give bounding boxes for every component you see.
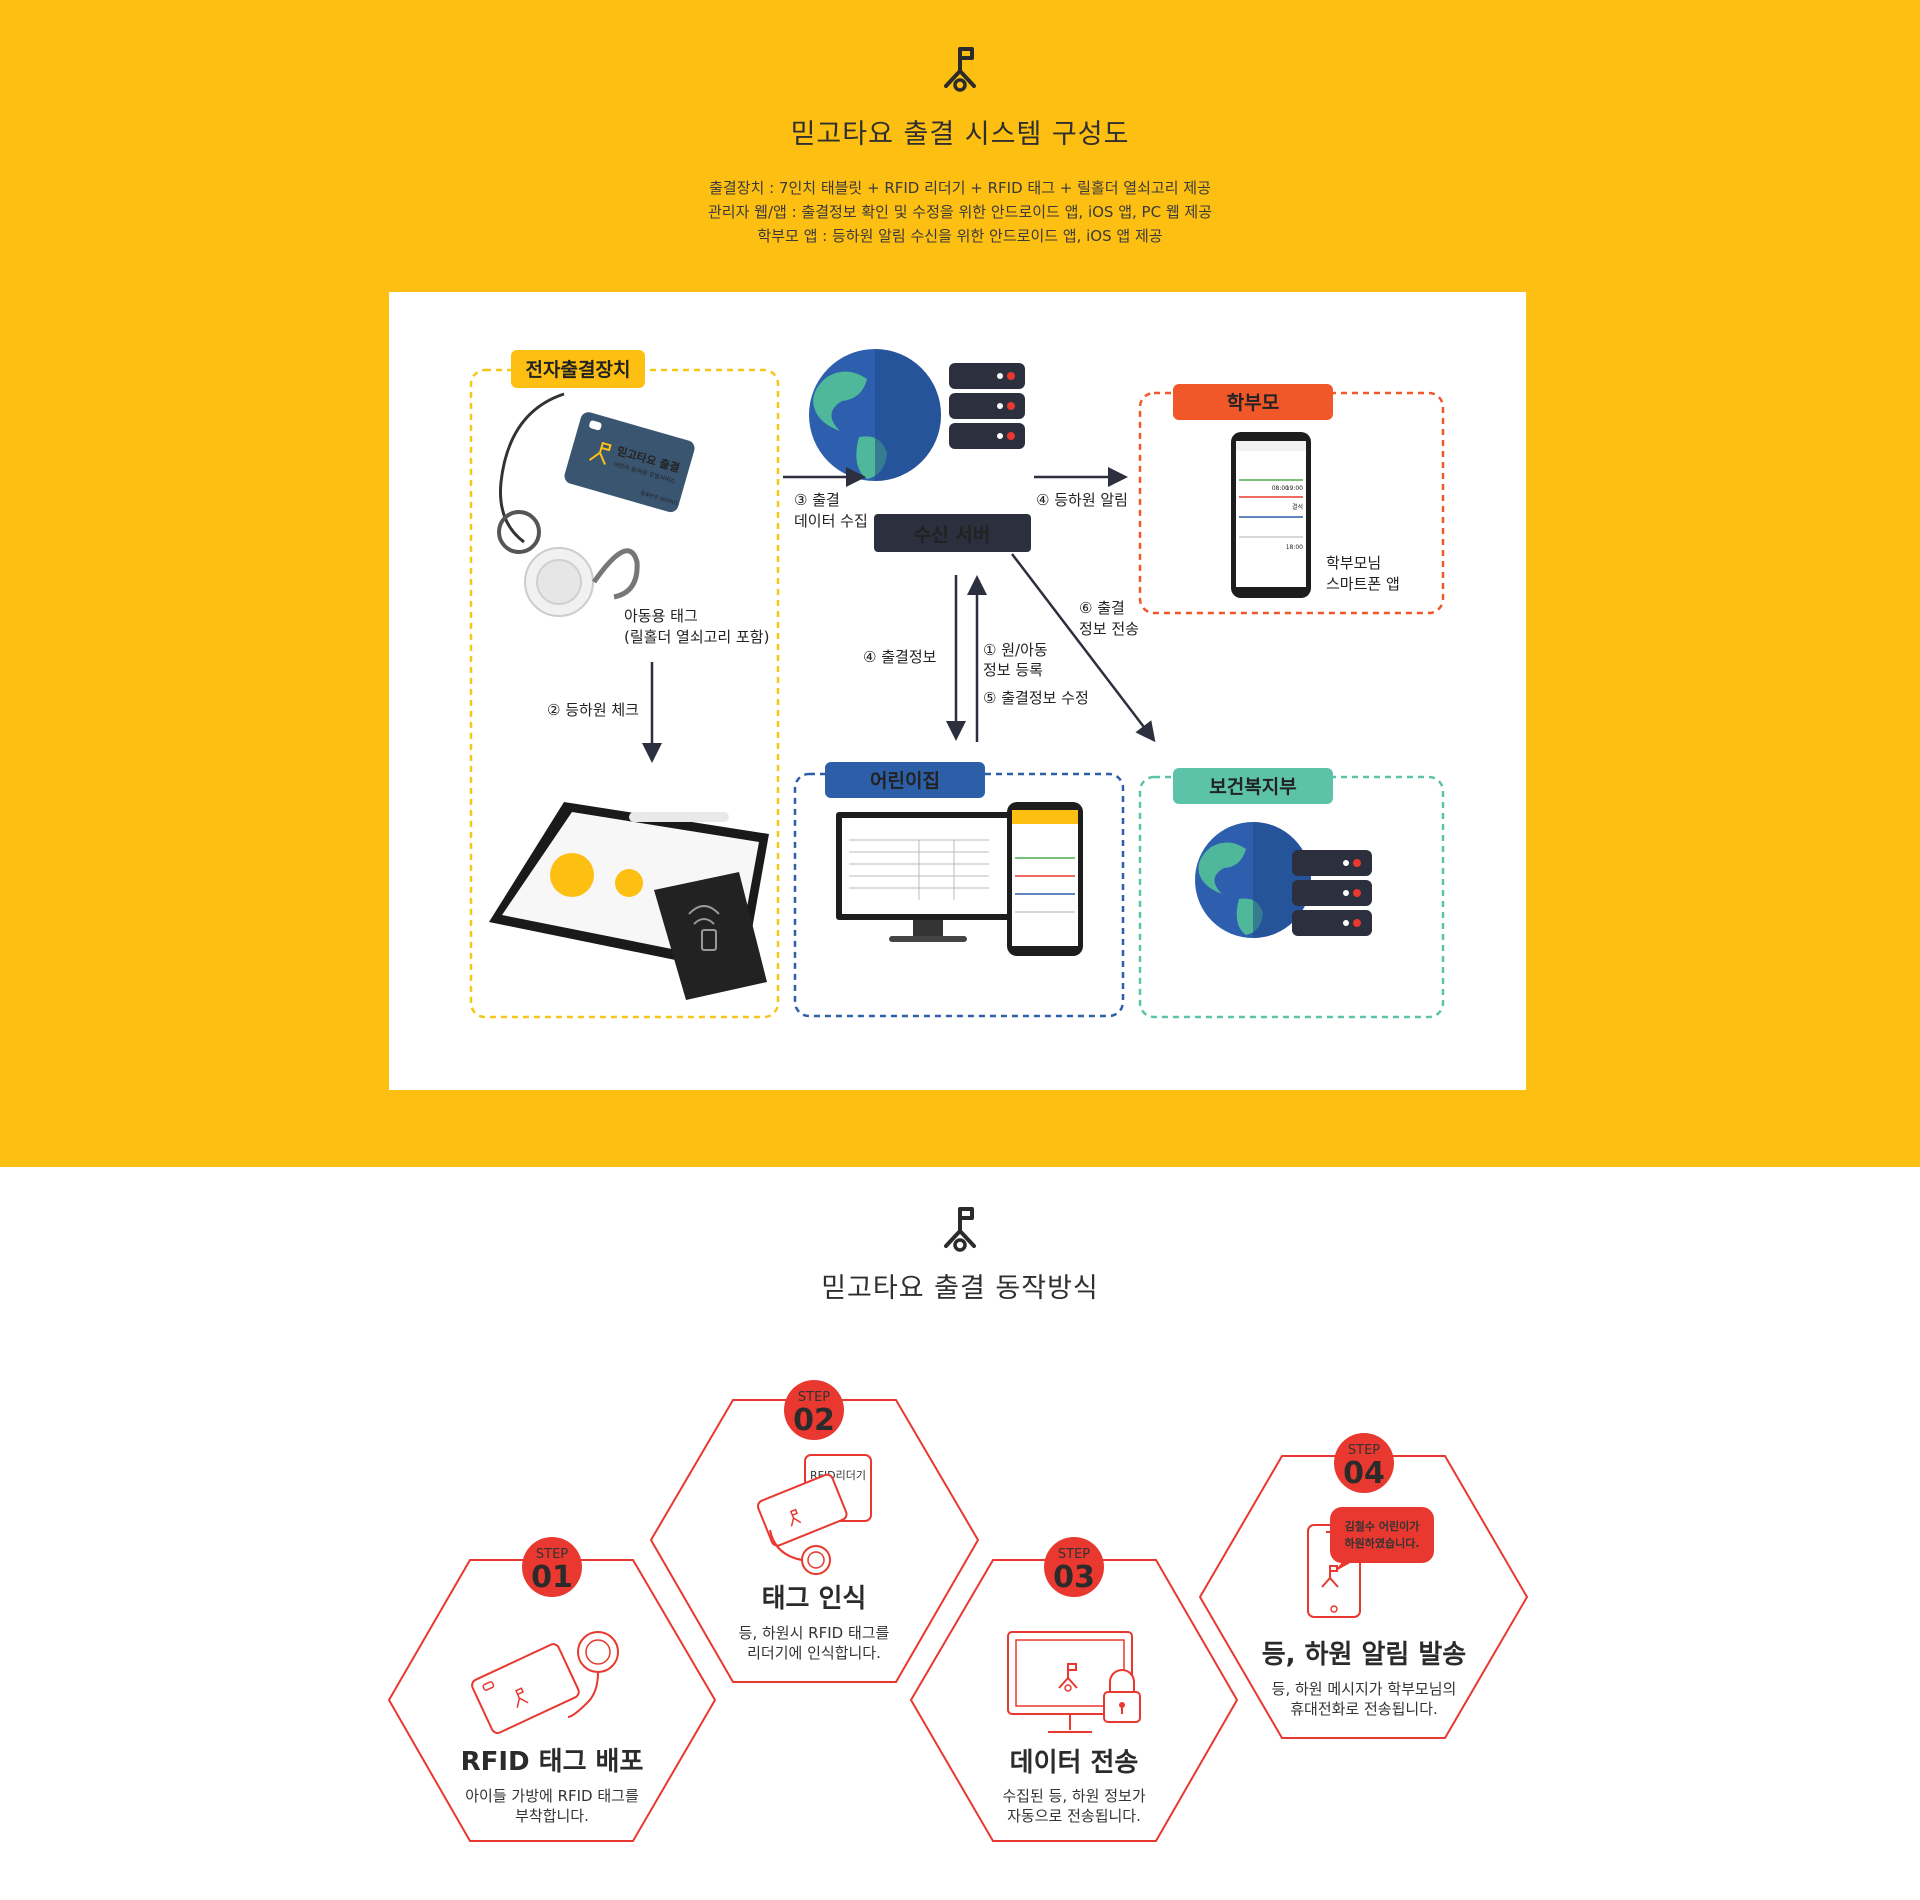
desc-line: 관리자 웹/앱 : 출결정보 확인 및 수정을 위한 안드로이드 앱, iOS … [707,203,1212,221]
step2-title: 태그 인식 [762,1584,867,1614]
send-label: ⑥ 출결 [1079,599,1125,617]
section-title: 믿고타요 출결 시스템 구성도 [790,119,1130,150]
welfare-box-label: 보건복지부 [1209,776,1296,798]
step4-title: 등, 하원 알림 발송 [1262,1640,1466,1670]
step-number: 03 [1053,1560,1095,1595]
step-number: 04 [1343,1456,1385,1491]
smartphone-icon: 08:00 19:00 결석 18:00 [1231,432,1311,598]
phone-late: 18:00 [1286,544,1303,551]
step3-desc: 수집된 등, 하원 정보가 [1002,1787,1145,1805]
step1-hexagon [387,1559,717,1842]
step4-desc: 등, 하원 메시지가 학부모님의 [1272,1680,1457,1698]
register-label: ① 원/아동 [983,641,1048,659]
device-box-header [511,350,645,388]
logo-icon [944,47,976,92]
diagram-panel: 전자출결장치 믿고타요 출결 어린이 등하원 모빌서비스 등록번호 000001… [389,292,1526,1090]
phone-time-in: 08:00 [1272,485,1289,492]
register-label: 정보 등록 [983,661,1043,679]
step3-badge: STEP 03 [1044,1537,1104,1597]
step3-hexagon [909,1559,1239,1842]
step-label: STEP [1348,1443,1380,1458]
step1-badge: STEP 01 [522,1537,582,1597]
tag-caption: (릴홀더 열쇠고리 포함) [624,628,769,646]
globe-icon [809,349,941,481]
notify-label: ④ 등하원 알림 [1036,491,1128,509]
desc-line: 학부모 앱 : 등하원 알림 수신을 위한 안드로이드 앱, iOS 앱 제공 [757,227,1163,245]
speech-bubble-icon: 김철수 어린이가 하원하였습니다. [1330,1507,1434,1572]
smartphone-icon [1007,802,1083,956]
phone-absent: 결석 [1292,503,1303,511]
step-label: STEP [536,1547,568,1562]
rfid-tag-icon [756,1473,848,1575]
step-label: STEP [798,1390,830,1405]
step4-hexagon [1198,1455,1529,1739]
step2-hexagon [649,1399,980,1683]
monitor-icon [836,812,1019,942]
device-box [469,368,780,1019]
rfid-tag-icon: 믿고타요 출결 어린이 등하원 모빌서비스 등록번호 000001 [497,392,695,617]
welfare-box-header [1173,768,1333,804]
send-arrow [1011,553,1156,743]
info-label: ④ 출결정보 [863,648,937,666]
rfid-tag-icon [471,1631,619,1734]
step4-badge: STEP 04 [1334,1433,1394,1493]
server-label: 수신 서버 [914,524,991,546]
bubble-text: 하원하였습니다. [1344,1536,1419,1550]
lock-icon [1103,1669,1141,1723]
steps-section: STEP 01 STEP 02 STEP 03 STEP 04 [0,1370,1920,1870]
step-label: STEP [1058,1547,1090,1562]
step3-title: 데이터 전송 [1010,1748,1139,1778]
send-label: 정보 전송 [1079,620,1139,638]
tag-caption: 아동용 태그 [624,607,698,625]
step3-desc: 자동으로 전송됩니다. [1007,1807,1141,1825]
step2-badge: STEP 02 [784,1380,844,1440]
daycare-box-header [825,762,985,798]
server-icon [1292,850,1372,936]
step-number: 01 [531,1560,573,1595]
section-title: 믿고타요 출결 동작방식 [821,1273,1099,1304]
parent-box-label: 학부모 [1227,392,1279,414]
system-diagram: 전자출결장치 믿고타요 출결 어린이 등하원 모빌서비스 등록번호 000001… [469,349,1445,1019]
desc-line: 출결장치 : 7인치 태블릿 + RFID 리더기 + RFID 태그 + 릴홀… [709,179,1211,197]
daycare-box [793,772,1125,1018]
step1-desc: 아이들 가방에 RFID 태그를 [465,1787,639,1805]
modify-label: ⑤ 출결정보 수정 [983,689,1089,707]
step1-desc: 부착합니다. [515,1807,589,1825]
system-description: 출결장치 : 7인치 태블릿 + RFID 리더기 + RFID 태그 + 릴홀… [0,176,1920,248]
collect-label: ③ 출결 [794,491,840,509]
logo-icon [944,1207,976,1252]
bubble-text: 김철수 어린이가 [1345,1519,1420,1533]
steps-diagram: STEP 01 STEP 02 STEP 03 STEP 04 [387,1380,1529,1842]
system-overview-section: 믿고타요 출결 시스템 구성도 출결장치 : 7인치 태블릿 + RFID 리더… [0,0,1920,1167]
step-number: 02 [793,1403,835,1438]
rfid-reader-icon [654,872,767,1000]
tablet-icon [489,802,769,974]
server-label-box [874,514,1031,552]
step2-desc: 리더기에 인식합니다. [747,1644,881,1662]
phone-time-out: 19:00 [1286,485,1303,492]
step4-desc: 휴대전화로 전송됩니다. [1290,1700,1438,1718]
parent-caption: 학부모님 [1326,554,1381,572]
collect-label: 데이터 수집 [794,512,868,530]
server-icon [949,363,1025,449]
step2-desc: 등, 하원시 RFID 태그를 [739,1624,890,1642]
parent-box-header [1173,384,1333,420]
daycare-box-label: 어린이집 [870,770,940,792]
check-label: ② 등하원 체크 [547,701,639,719]
device-box-label: 전자출결장치 [526,359,631,381]
step1-title: RFID 태그 배포 [461,1747,644,1777]
parent-caption: 스마트폰 앱 [1326,575,1400,593]
